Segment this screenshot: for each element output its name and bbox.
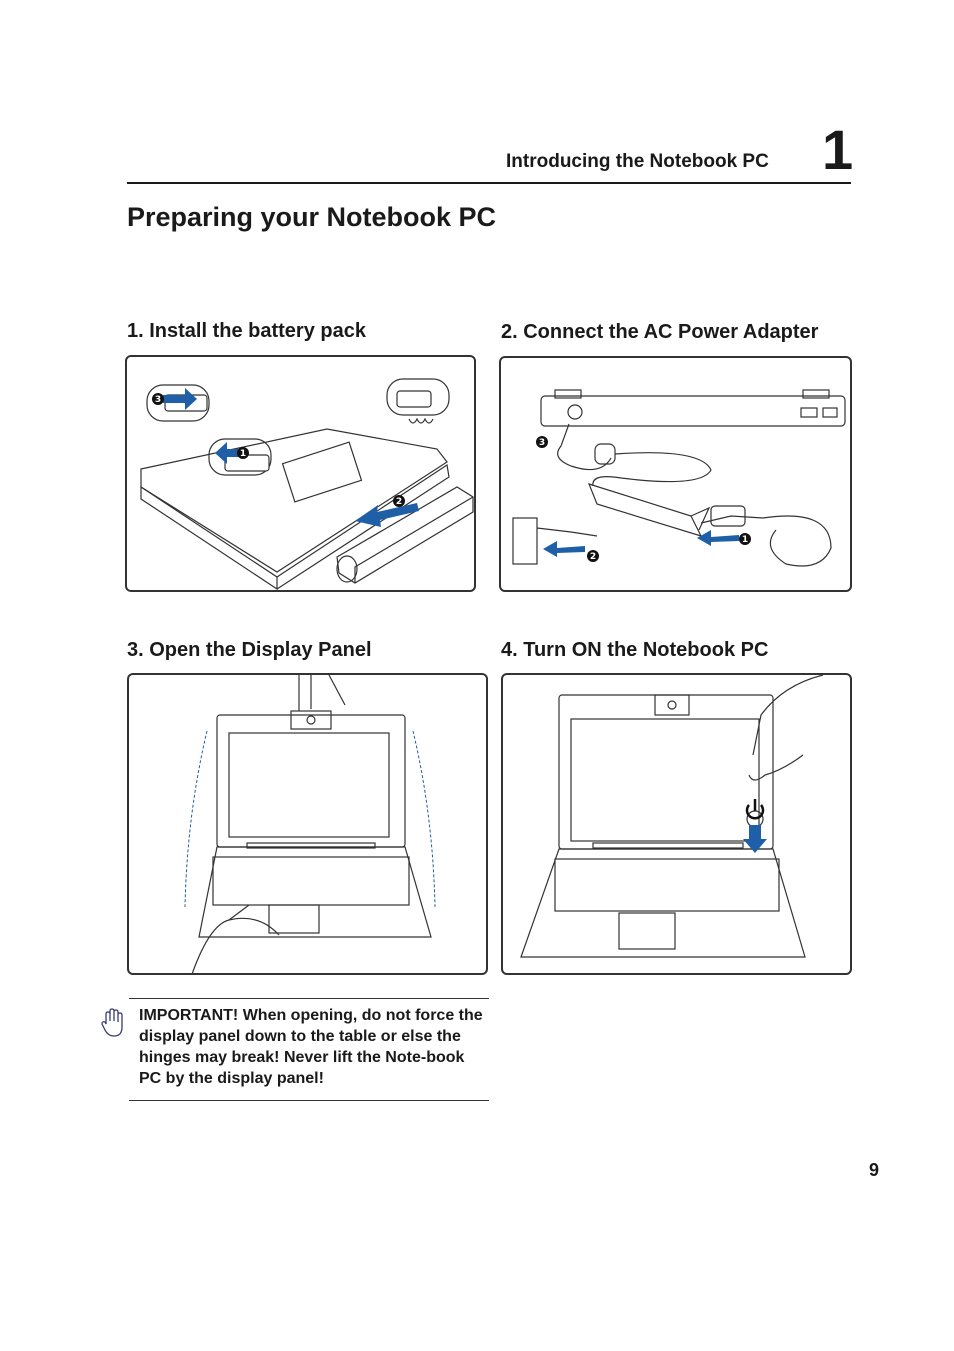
note-top-rule [129,998,489,999]
battery-illustration: 3 1 2 [125,355,476,592]
callout-3: 3 [539,438,545,448]
ac-adapter-diagram: 3 1 2 [512,389,846,567]
callout-3: 3 [155,395,161,405]
step-2-heading: 2. Connect the AC Power Adapter [501,321,819,343]
step-3-heading: 3. Open the Display Panel [127,639,372,661]
power-icon [745,799,765,820]
important-note: IMPORTANT! When opening, do not force th… [139,1007,483,1087]
battery-diagram: 3 1 2 [140,378,474,590]
blue-arrow [743,825,767,853]
blue-arrow [163,388,419,527]
callout-2: 2 [590,552,596,562]
raised-hand-icon [101,1008,125,1043]
note-bottom-rule [129,1100,489,1101]
step-1-heading: 1. Install the battery pack [127,320,366,342]
callout-1: 1 [742,535,748,545]
blue-arrow [543,530,739,557]
open-display-diagram [184,675,436,973]
power-on-diagram [520,675,824,958]
chapter-number: 1 [822,118,854,181]
open-display-illustration [127,673,488,975]
step-4-heading: 4. Turn ON the Notebook PC [501,639,769,661]
ac-adapter-illustration: 3 1 2 [499,356,852,592]
page-title: Preparing your Notebook PC [127,202,497,232]
header-rule [127,182,851,184]
callout-1: 1 [240,449,246,459]
power-on-illustration [501,673,852,975]
page-number: 9 [869,1160,880,1180]
callout-2: 2 [396,497,402,507]
chapter-title: Introducing the Notebook PC [506,151,769,172]
